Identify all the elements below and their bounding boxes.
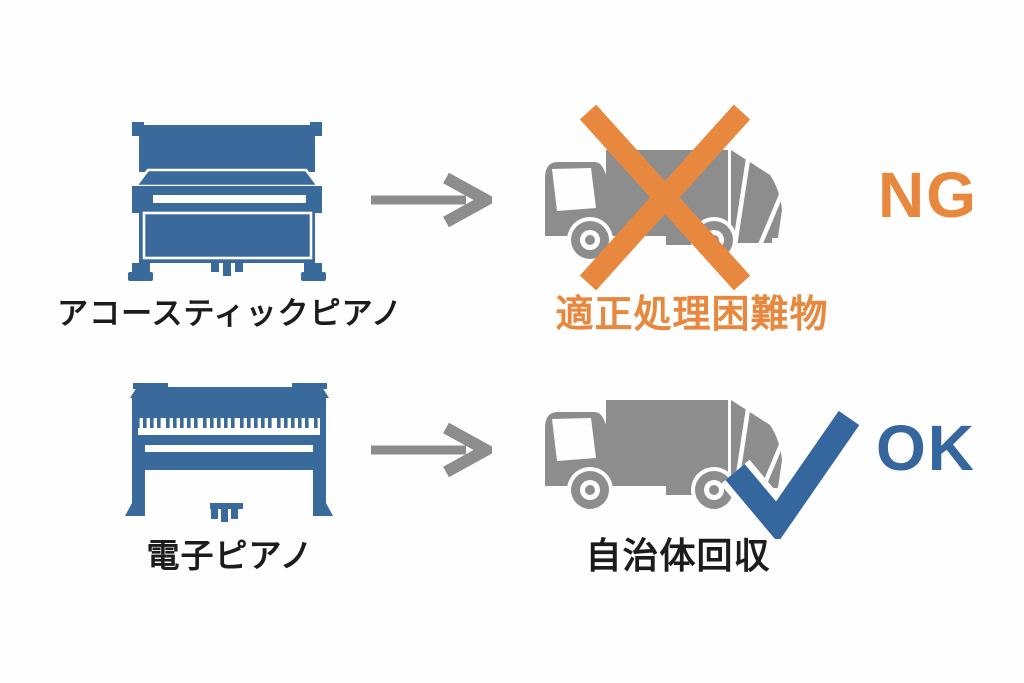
- check-mark-icon: [720, 407, 865, 539]
- garbage-truck-icon: [545, 398, 787, 510]
- arrow-right-icon: [371, 422, 492, 478]
- ng-verdict-label: NG: [878, 159, 978, 231]
- disposal-difficulty-label: 適正処理困難物: [555, 294, 829, 336]
- digital-piano-label: 電子ピアノ: [146, 537, 314, 574]
- digital-piano-icon: [125, 383, 333, 522]
- arrow-right-icon: [371, 172, 492, 228]
- municipal-collection-label: 自治体回収: [585, 535, 771, 576]
- upright-piano-icon: [128, 122, 326, 281]
- acoustic-piano-label: アコースティックピアノ: [57, 296, 403, 331]
- ok-verdict-label: OK: [876, 412, 976, 484]
- x-mark-icon: [579, 104, 751, 291]
